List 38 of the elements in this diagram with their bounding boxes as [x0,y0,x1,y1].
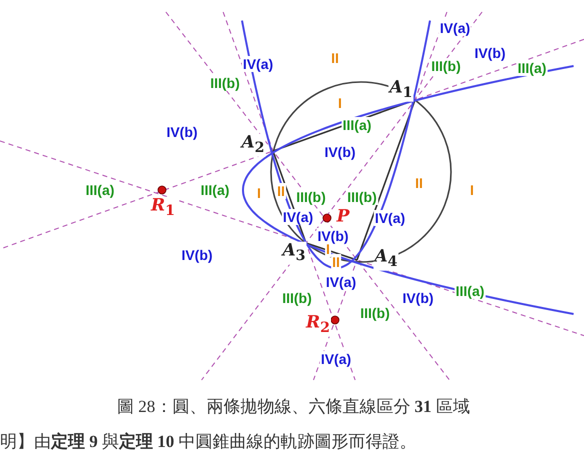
region-label: I [337,95,343,111]
point-label: A$_{2}$ [240,134,266,156]
point-label: A$_{4}$ [373,248,399,270]
region-label: II [330,50,340,66]
region-label: III(a) [200,182,230,198]
region-label: III(a) [516,60,548,76]
region-label: I [469,182,475,198]
region-label: I [256,185,262,201]
region-label: IV(b) [165,124,199,140]
region-label: III(a) [84,182,116,198]
region-label: IV(b) [323,144,357,160]
region-label: II [276,183,286,199]
region-label: IV(b) [401,290,435,306]
region-label: III(a) [454,283,486,299]
region-label: II [414,175,424,191]
region-label: III(a) [342,117,372,133]
point-label: A$_{3}$ [281,242,307,264]
region-label: IV(a) [374,210,406,226]
region-label: III(b) [430,58,462,74]
region-label: II [331,254,341,270]
region-label: III(b) [281,290,313,306]
region-label: IV(a) [324,274,358,290]
body-text: 明】由定理 9 與定理 10 中圓錐曲線的軌跡圖形而得證。 [0,431,416,453]
region-label: IV(a) [320,351,352,367]
region-label: III(b) [295,189,327,205]
figure-caption: 圖 28：圓、兩條拋物線、六條直線區分 31 區域 [117,396,470,418]
region-label: IV(b) [316,228,350,244]
point-label: R$_{2}$ [305,314,331,336]
region-label: III(b) [346,189,378,205]
region-label: I [325,241,331,257]
region-label: III(b) [359,305,391,321]
region-label: IV(b) [473,45,507,61]
region-label: IV(a) [282,209,314,225]
point-label: A$_{1}$ [388,78,414,102]
region-label: IV(b) [180,247,214,263]
region-label: IV(a) [242,56,274,72]
region-label: IV(a) [438,20,472,36]
region-label: III(b) [209,75,241,91]
